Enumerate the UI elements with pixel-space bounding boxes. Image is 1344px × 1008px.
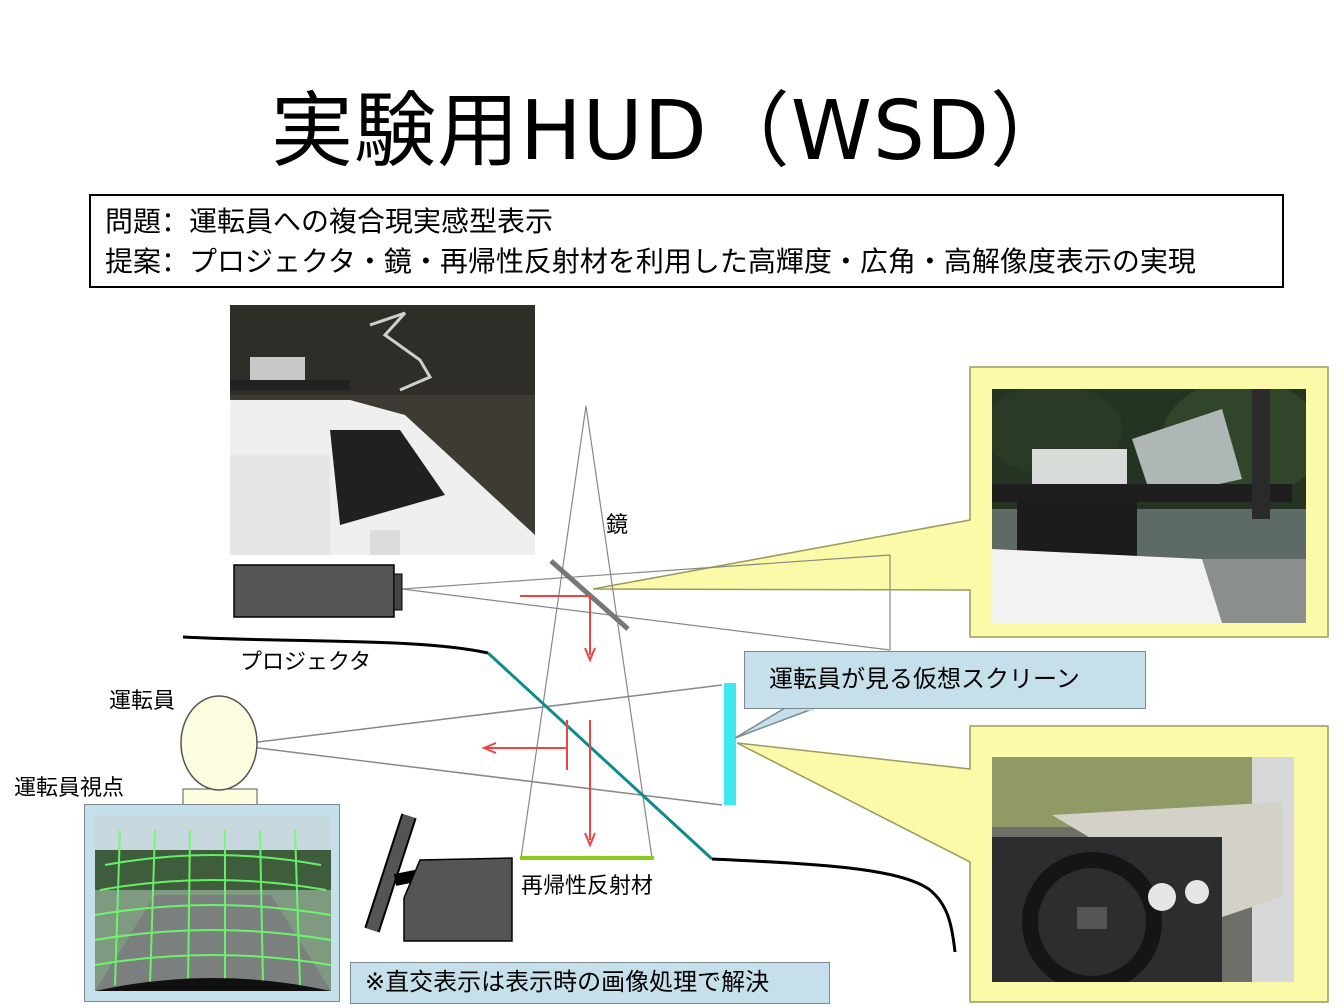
roof-mirror-photo <box>992 389 1306 623</box>
virtual-screen-callout: 運転員が見る仮想スクリーン <box>744 651 1146 709</box>
driver-viewpoint-photo <box>95 815 331 991</box>
page-title: 実験用HUD（WSD） <box>270 84 1074 179</box>
roof-line <box>182 635 489 655</box>
light-path-arrows <box>481 595 596 848</box>
retroreflector-label: 再帰性反射材 <box>521 874 654 899</box>
driver-viewpoint-label: 運転員視点 <box>14 776 125 801</box>
note-box: ※直交表示は表示時の画像処理で解決 <box>350 962 830 1004</box>
interior-dashboard-photo <box>992 757 1294 982</box>
proposal-text: 提案：プロジェクタ・鏡・再帰性反射材を利用した高輝度・広角・高解像度表示の実現 <box>105 245 1196 278</box>
dashboard-line <box>711 857 957 953</box>
projector-icon <box>233 564 403 618</box>
driver-icon <box>180 695 258 806</box>
problem-proposal-box: 問題：運転員への複合現実感型表示 提案：プロジェクタ・鏡・再帰性反射材を利用した… <box>89 194 1284 288</box>
driver-label: 運転員 <box>109 689 176 714</box>
windshield <box>486 651 714 861</box>
problem-text: 問題：運転員への複合現実感型表示 <box>105 205 554 238</box>
projector-label: プロジェクタ <box>240 650 372 675</box>
reflection-cone <box>520 405 653 859</box>
steering-wheel-icon <box>364 813 513 942</box>
vehicle-exterior-photo <box>230 305 535 555</box>
mirror-label: 鏡 <box>606 513 629 538</box>
virtual-screen <box>724 683 736 805</box>
